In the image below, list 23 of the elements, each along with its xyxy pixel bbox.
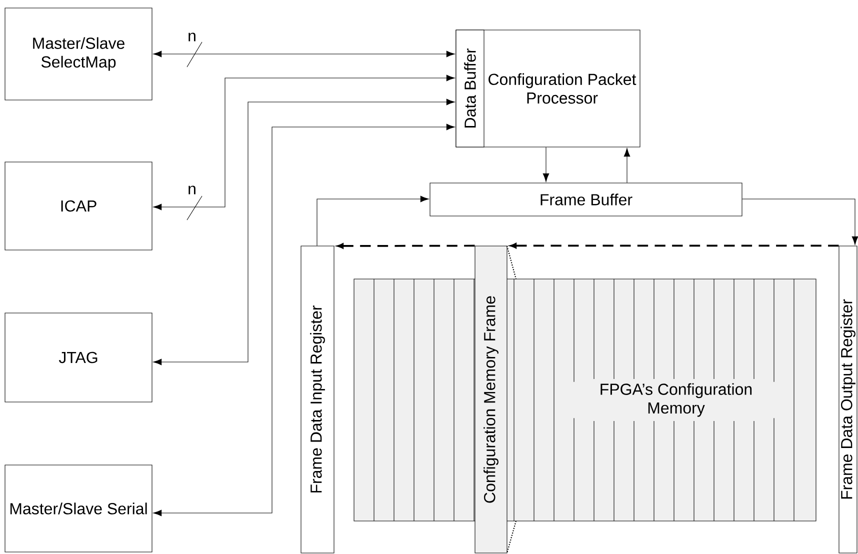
- buffer-box: Frame Buffer: [430, 182, 742, 216]
- arrow: [742, 198, 858, 245]
- arrow: [316, 196, 429, 246]
- register-box: Frame Data Input Register: [300, 246, 334, 554]
- arrow: [153, 124, 455, 516]
- memory-label: FPGA’s Configuration Memory: [568, 382, 784, 418]
- register-box: Frame Data Output Register: [838, 246, 858, 554]
- arrow: [337, 243, 475, 249]
- arrow: [510, 243, 839, 248]
- arrow: [624, 148, 630, 183]
- buffer-box: Data Buffer: [456, 30, 484, 148]
- arrow: [542, 147, 550, 182]
- interface-box: JTAG: [4, 312, 152, 402]
- interface-box: Master/Slave Serial: [4, 464, 152, 552]
- edge-label: n: [188, 32, 196, 42]
- arrow: [153, 50, 455, 58]
- arrow: [153, 74, 455, 210]
- edge-label: n: [188, 186, 196, 194]
- memory-frame-column: Configuration Memory Frame: [474, 246, 508, 554]
- interface-box: Master/Slave SelectMap: [4, 8, 152, 100]
- arrow: [153, 98, 455, 366]
- node-label: FPGA’s Configuration Memory: [600, 383, 752, 417]
- interface-box: ICAP: [4, 162, 152, 250]
